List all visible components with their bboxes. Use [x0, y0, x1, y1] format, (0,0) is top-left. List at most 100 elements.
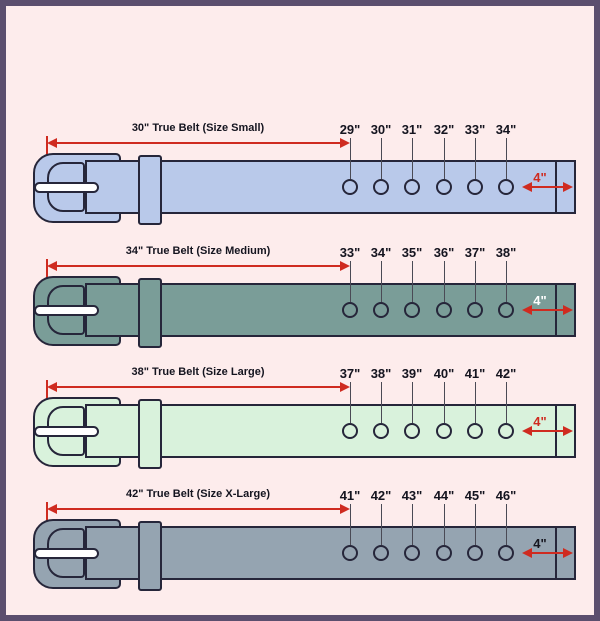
- leader-line: [350, 261, 351, 302]
- tip-length-label: 4": [533, 414, 547, 429]
- belt-hole: [404, 302, 420, 318]
- measure-arrow: [47, 261, 350, 271]
- arrowhead-left-icon: [47, 261, 57, 271]
- belt-hole: [436, 302, 452, 318]
- leader-line: [412, 138, 413, 179]
- belt-hole: [467, 545, 483, 561]
- hole-size-label: 39": [401, 366, 423, 381]
- hole-size-label: 41": [464, 366, 486, 381]
- belt-hole: [342, 179, 358, 195]
- buckle-prong-icon: [34, 548, 99, 559]
- tip-length-label: 4": [533, 536, 547, 551]
- belt-strap: [85, 526, 576, 580]
- tip-length-label: 4": [533, 170, 547, 185]
- belt-hole: [467, 423, 483, 439]
- belt-strap: [85, 404, 576, 458]
- buckle-prong-icon: [34, 426, 99, 437]
- arrowhead-right-icon: [340, 138, 350, 148]
- arrowhead-left-icon: [522, 426, 532, 436]
- leader-line: [475, 261, 476, 302]
- leader-line: [412, 382, 413, 423]
- measure-arrow-line: [55, 265, 342, 267]
- measure-arrow-line: [55, 142, 342, 144]
- leader-line: [506, 504, 507, 545]
- leader-line: [412, 504, 413, 545]
- hole-size-label: 37": [464, 245, 486, 260]
- belt-keeper: [138, 399, 162, 469]
- buckle-prong-icon: [34, 182, 99, 193]
- belt-hole: [373, 545, 389, 561]
- tip-length-arrow-line: [530, 186, 565, 188]
- arrowhead-left-icon: [522, 305, 532, 315]
- leader-line: [381, 138, 382, 179]
- belt-hole: [373, 423, 389, 439]
- tip-length-arrow-line: [530, 309, 565, 311]
- leader-line: [475, 138, 476, 179]
- hole-size-label: 46": [495, 488, 517, 503]
- belt-hole: [404, 545, 420, 561]
- belt-hole: [342, 302, 358, 318]
- tip-length-arrow-line: [530, 430, 565, 432]
- hole-size-label: 42": [370, 488, 392, 503]
- belt-hole: [342, 545, 358, 561]
- arrowhead-right-icon: [563, 182, 573, 192]
- hole-size-label: 45": [464, 488, 486, 503]
- arrowhead-left-icon: [522, 182, 532, 192]
- hole-size-label: 34": [495, 122, 517, 137]
- leader-line: [381, 504, 382, 545]
- belt-hole: [467, 179, 483, 195]
- belt-hole: [436, 179, 452, 195]
- belt-keeper: [138, 521, 162, 591]
- belt-strap: [85, 160, 576, 214]
- tip-length-arrow: [522, 426, 573, 436]
- hole-size-label: 38": [495, 245, 517, 260]
- arrowhead-left-icon: [522, 548, 532, 558]
- leader-line: [350, 504, 351, 545]
- measure-arrow-line: [55, 508, 342, 510]
- arrowhead-right-icon: [340, 504, 350, 514]
- belt-hole: [404, 423, 420, 439]
- leader-line: [381, 261, 382, 302]
- tip-length-arrow: [522, 548, 573, 558]
- measure-label: 34" True Belt (Size Medium): [125, 245, 271, 257]
- measure-label: 42" True Belt (Size X-Large): [126, 488, 270, 500]
- hole-size-label: 34": [370, 245, 392, 260]
- measure-arrow-line: [55, 386, 342, 388]
- leader-line: [506, 261, 507, 302]
- leader-line: [381, 382, 382, 423]
- arrowhead-right-icon: [340, 261, 350, 271]
- hole-size-label: 40": [433, 366, 455, 381]
- leader-line: [350, 138, 351, 179]
- belt-hole: [373, 302, 389, 318]
- leader-line: [444, 138, 445, 179]
- leader-line: [412, 261, 413, 302]
- belt-hole: [404, 179, 420, 195]
- hole-size-label: 33": [339, 245, 361, 260]
- hole-size-label: 43": [401, 488, 423, 503]
- hole-size-label: 32": [433, 122, 455, 137]
- hole-size-label: 29": [339, 122, 361, 137]
- arrowhead-left-icon: [47, 504, 57, 514]
- belt-hole: [498, 545, 514, 561]
- tip-length-arrow: [522, 182, 573, 192]
- belt-hole: [373, 179, 389, 195]
- hole-size-label: 36": [433, 245, 455, 260]
- belt-hole: [436, 545, 452, 561]
- hole-size-label: 31": [401, 122, 423, 137]
- leader-line: [506, 138, 507, 179]
- belt-strap: [85, 283, 576, 337]
- hole-size-label: 30": [370, 122, 392, 137]
- leader-line: [444, 504, 445, 545]
- measure-label: 38" True Belt (Size Large): [131, 366, 265, 378]
- arrowhead-left-icon: [47, 382, 57, 392]
- arrowhead-right-icon: [563, 305, 573, 315]
- hole-size-label: 41": [339, 488, 361, 503]
- tip-length-arrow-line: [530, 552, 565, 554]
- belt-hole: [467, 302, 483, 318]
- measure-arrow: [47, 382, 350, 392]
- hole-size-label: 44": [433, 488, 455, 503]
- arrowhead-left-icon: [47, 138, 57, 148]
- belt-hole: [436, 423, 452, 439]
- leader-line: [475, 504, 476, 545]
